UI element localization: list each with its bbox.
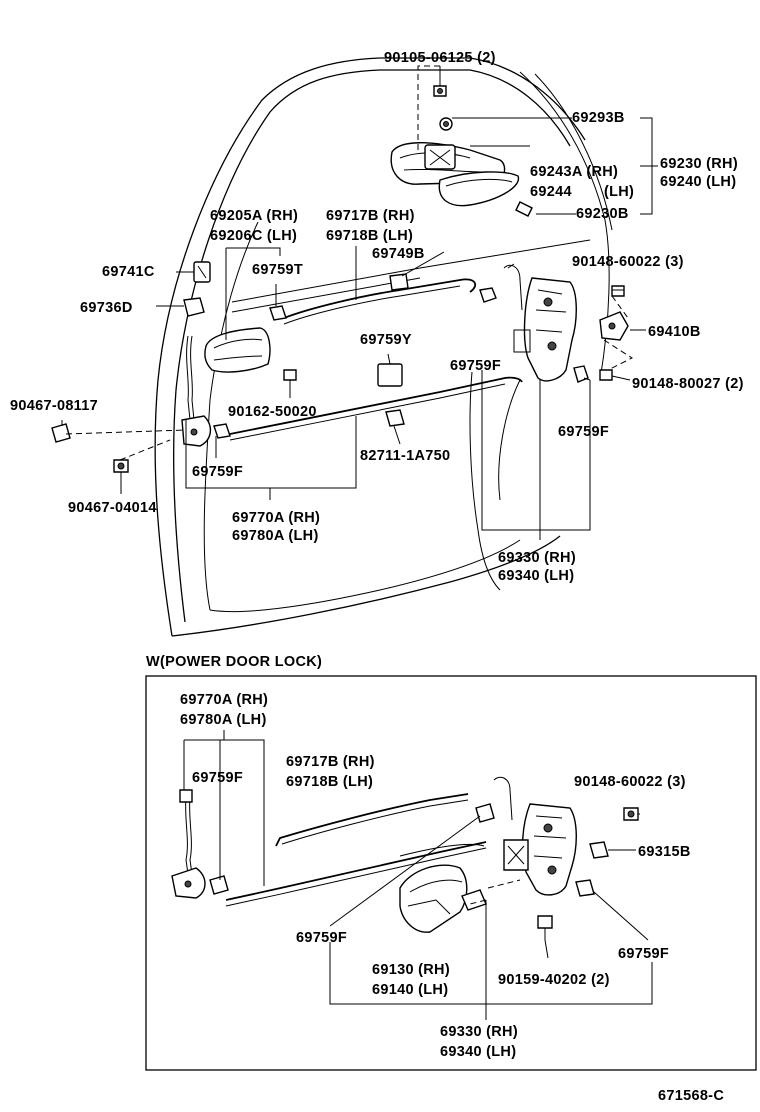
outside-handle xyxy=(390,85,533,217)
callout-69759f-upper: 69759F xyxy=(450,358,501,374)
callout-69780a: 69780A (LH) xyxy=(232,528,319,544)
callout-69717b: 69717B (RH) xyxy=(326,208,415,224)
inset-callout-90148-60022: 90148-60022 (3) xyxy=(574,774,686,790)
door-outline xyxy=(154,57,613,637)
inset-callout-69780a: 69780A (LH) xyxy=(180,712,267,728)
callout-69736d: 69736D xyxy=(80,300,133,316)
upper-callouts: 90105-06125 (2) 69293B 69243A (RH) 69244… xyxy=(10,50,744,584)
callout-69243a: 69243A (RH) xyxy=(530,164,618,180)
inset-frame xyxy=(145,675,757,1071)
callout-69759f-right: 69759F xyxy=(558,424,609,440)
door-lock-assembly xyxy=(479,263,629,383)
inset-callout-69759f-left: 69759F xyxy=(192,770,243,786)
lock-rods xyxy=(186,278,523,441)
callout-69759f-left: 69759F xyxy=(192,464,243,480)
inset-callout-69759f-right: 69759F xyxy=(618,946,669,962)
inset-callout-69330: 69330 (RH) xyxy=(440,1024,518,1040)
callout-69770a: 69770A (RH) xyxy=(232,510,320,526)
inside-handle xyxy=(51,261,409,473)
inset-callout-69718b: 69718B (LH) xyxy=(286,774,373,790)
callout-69749b: 69749B xyxy=(372,246,425,262)
callout-69230-rh: 69230 (RH) xyxy=(660,156,738,172)
callout-69230b: 69230B xyxy=(576,206,629,222)
callout-69330: 69330 (RH) xyxy=(498,550,576,566)
inset-callouts: 69770A (RH) 69780A (LH) 69759F 69717B (R… xyxy=(180,692,691,1060)
callout-69741c: 69741C xyxy=(102,264,155,280)
callout-69206c: 69206C (LH) xyxy=(210,228,297,244)
callout-90467-04014: 90467-04014 xyxy=(68,500,157,516)
inset-leader-lines xyxy=(183,730,653,1020)
inset-callout-69759f-mid: 69759F xyxy=(296,930,347,946)
callout-69759y: 69759Y xyxy=(360,332,412,348)
inset-callout-69340: 69340 (LH) xyxy=(440,1044,516,1060)
callout-90148-80027: 90148-80027 (2) xyxy=(632,376,744,392)
callout-90148-60022: 90148-60022 (3) xyxy=(572,254,684,270)
inset-callout-69717b: 69717B (RH) xyxy=(286,754,375,770)
callout-69759t: 69759T xyxy=(252,262,303,278)
upper-leader-lines xyxy=(61,65,658,540)
callout-69410b: 69410B xyxy=(648,324,701,340)
inset-callout-90159-40202: 90159-40202 (2) xyxy=(498,972,610,988)
inset-callout-69130: 69130 (RH) xyxy=(372,962,450,978)
diagram-code: 671568-C xyxy=(658,1088,724,1104)
callout-90162-50020: 90162-50020 xyxy=(228,404,317,420)
callout-69244-lh: (LH) xyxy=(604,184,634,200)
callout-90105-06125: 90105-06125 (2) xyxy=(384,50,496,66)
callout-69205a: 69205A (RH) xyxy=(210,208,298,224)
callout-90467-08117: 90467-08117 xyxy=(10,398,98,414)
callout-69293b: 69293B xyxy=(572,110,625,126)
inset-title: W(POWER DOOR LOCK) xyxy=(146,654,322,670)
inset-callout-69770a: 69770A (RH) xyxy=(180,692,268,708)
callout-69240-lh: 69240 (LH) xyxy=(660,174,736,190)
inset-callout-69315b: 69315B xyxy=(638,844,691,860)
inset-parts xyxy=(171,776,639,940)
callout-69718b: 69718B (LH) xyxy=(326,228,413,244)
callout-69244: 69244 xyxy=(530,184,572,200)
inset-callout-69140: 69140 (LH) xyxy=(372,982,448,998)
callout-69340: 69340 (LH) xyxy=(498,568,574,584)
callout-82711-1a750: 82711-1A750 xyxy=(360,448,450,464)
